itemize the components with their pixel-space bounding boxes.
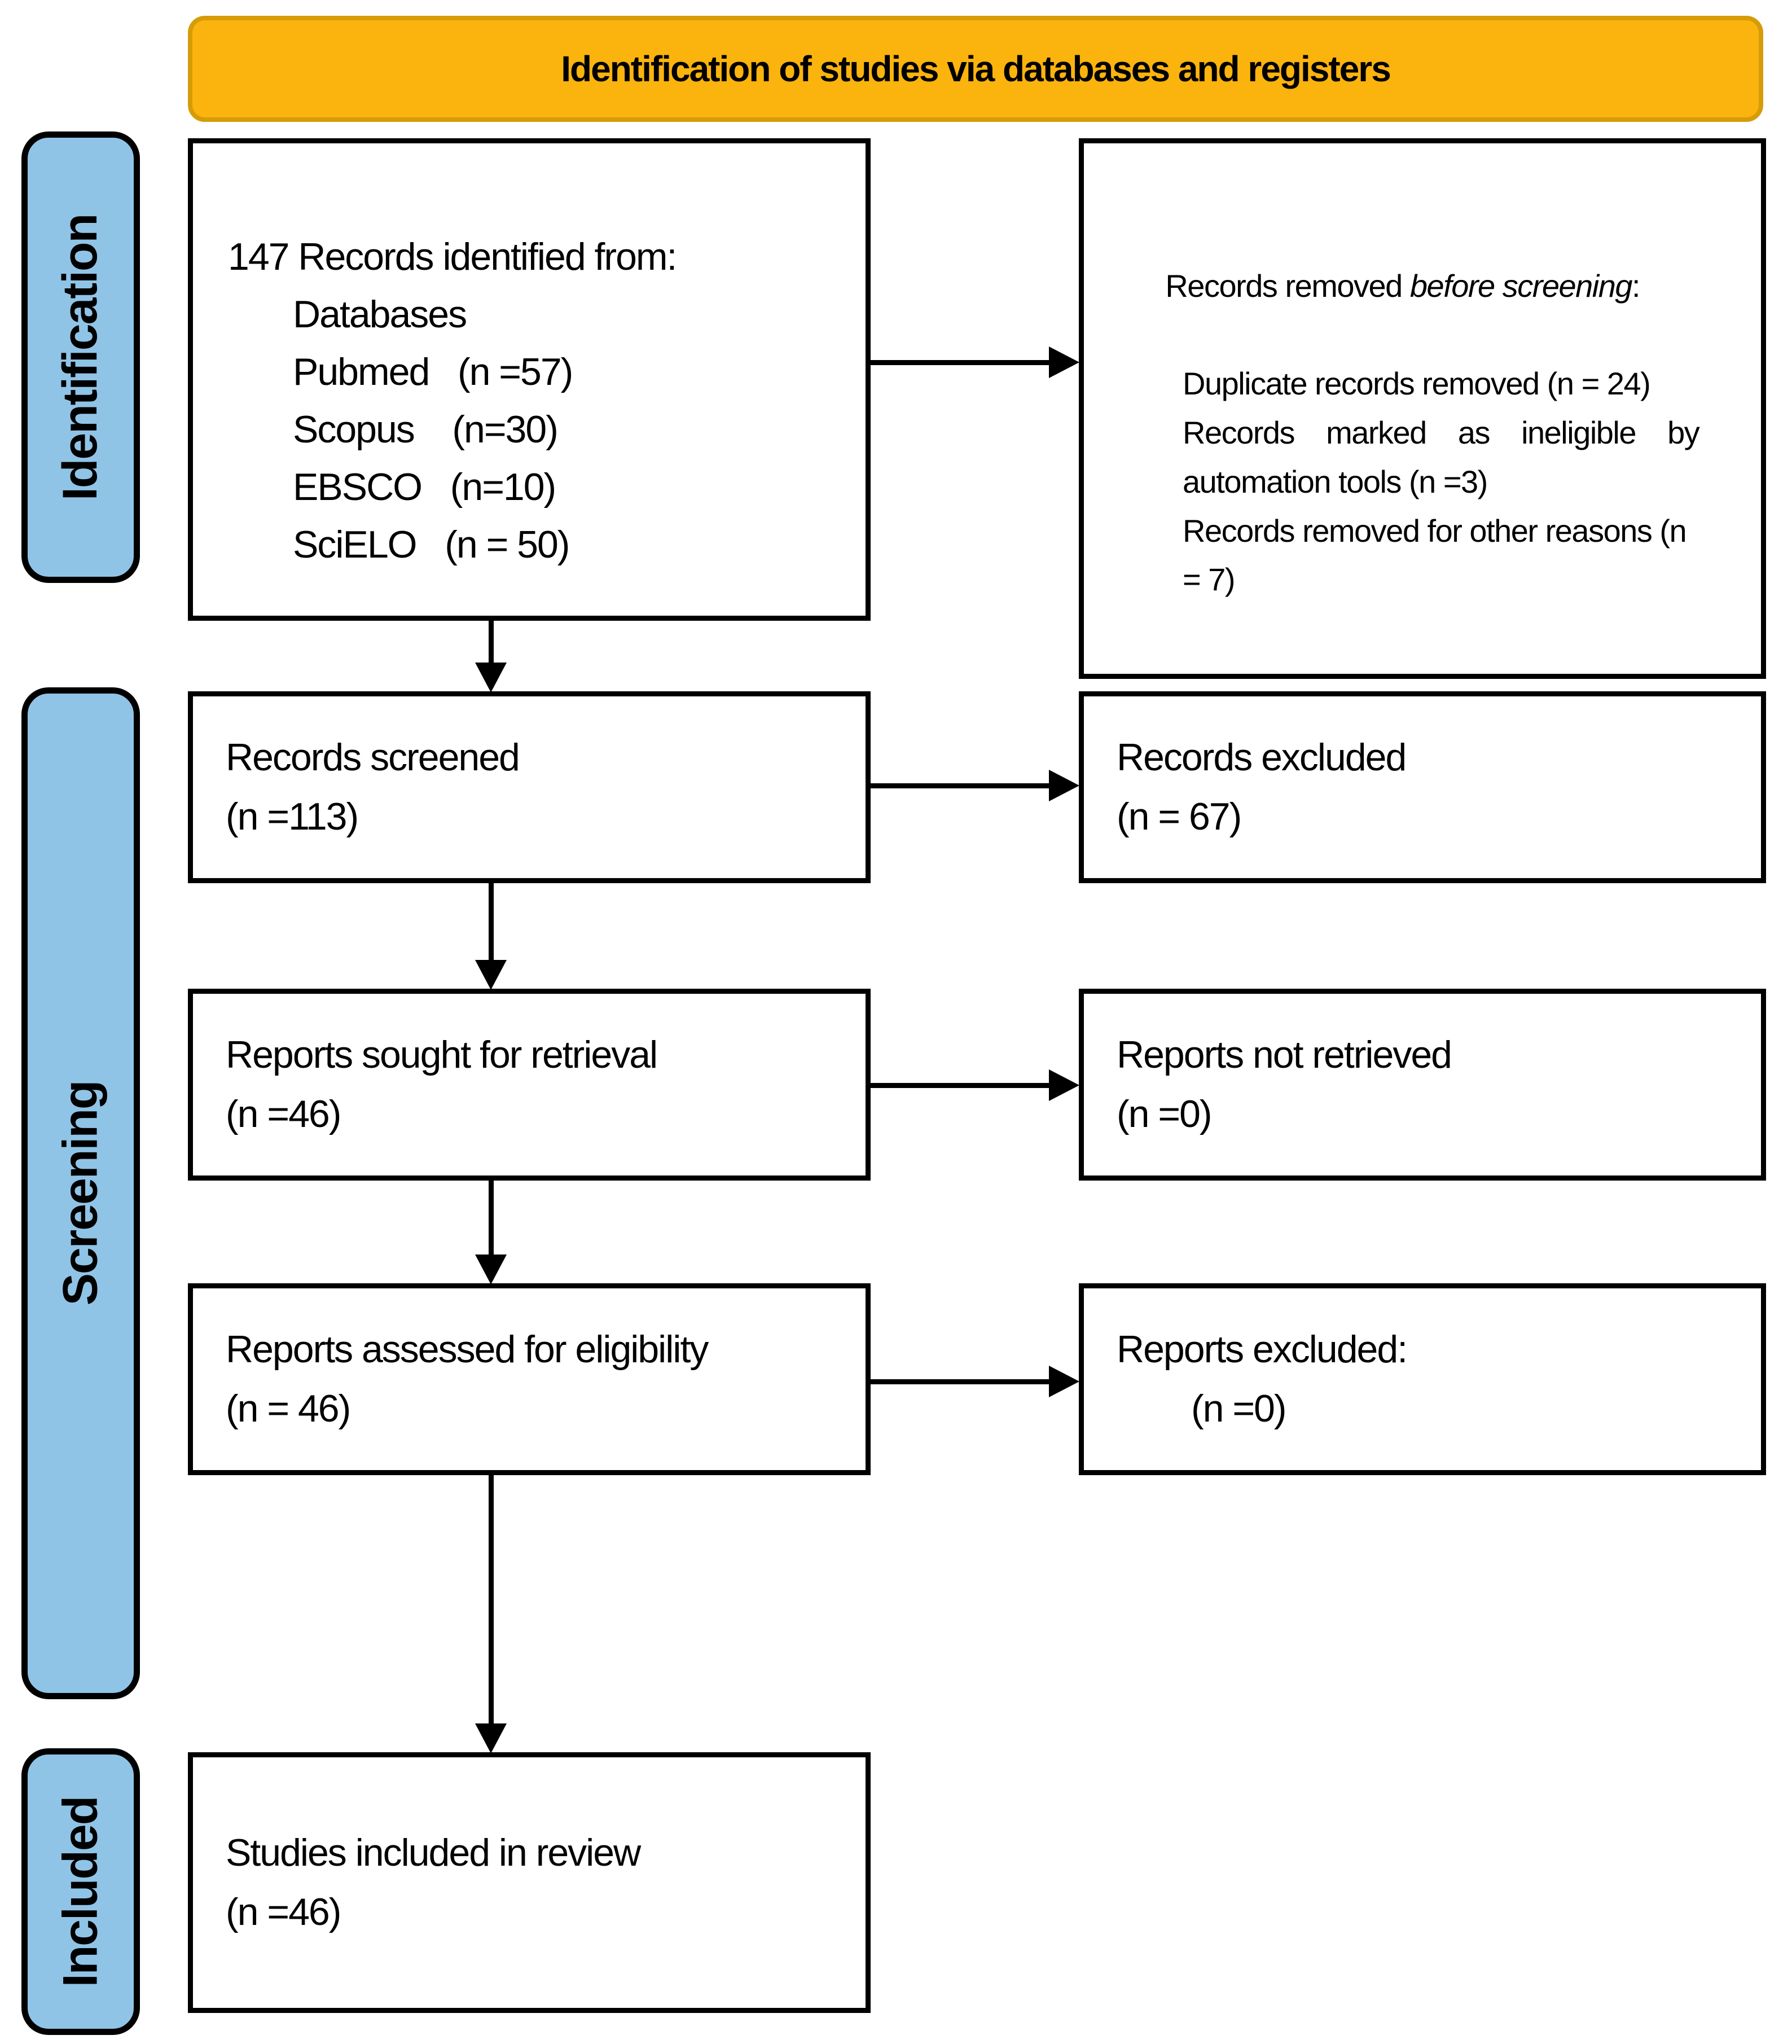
arrow-right-screened-to-excluded	[871, 770, 1079, 801]
arrow-shaft	[871, 1379, 1049, 1384]
arrow-right-assessed-to-reports-excluded	[871, 1366, 1079, 1397]
reports-assessed-label: Reports assessed for eligibility	[226, 1327, 709, 1371]
records-excluded-count: (n = 67)	[1117, 795, 1242, 838]
side-label-screening: Screening	[21, 687, 140, 1699]
reports-sought-label: Reports sought for retrieval	[226, 1033, 658, 1076]
arrow-shaft	[488, 621, 494, 663]
box-reports-not-retrieved: Reports not retrieved (n =0)	[1079, 989, 1766, 1181]
records-excluded-label: Records excluded	[1117, 735, 1407, 779]
reports-assessed-count: (n = 46)	[226, 1387, 351, 1430]
records-removed-other-1: Records removed for other reasons (n	[1183, 512, 1687, 549]
studies-included-label: Studies included in review	[226, 1831, 641, 1874]
arrow-down-sought-to-assessed	[475, 1181, 507, 1284]
arrow-head-down-icon	[475, 960, 507, 990]
header-title: Identification of studies via databases …	[561, 49, 1391, 89]
side-label-identification: Identification	[21, 131, 140, 583]
records-identified-scielo: SciELO (n = 50)	[293, 523, 570, 566]
arrow-down-assessed-to-included	[475, 1475, 507, 1753]
arrow-head-right-icon	[1049, 770, 1079, 801]
arrow-shaft	[871, 359, 1049, 365]
records-removed-title-prefix: Records removed	[1165, 267, 1410, 304]
arrow-down-screened-to-sought	[475, 883, 507, 990]
records-removed-duplicates: Duplicate records removed (n = 24)	[1183, 366, 1651, 402]
studies-included-count: (n =46)	[226, 1891, 341, 1933]
records-removed-title: Records removed before screening:	[1118, 213, 1737, 359]
records-removed-ineligible-2: automation tools (n =3)	[1183, 463, 1488, 499]
reports-sought-count: (n =46)	[226, 1093, 341, 1135]
side-label-included-text: Included	[53, 1796, 108, 1987]
arrow-shaft	[871, 1082, 1049, 1088]
records-removed-ineligible-1: Records marked as ineligible by	[1183, 415, 1700, 450]
header-banner: Identification of studies via databases …	[188, 16, 1763, 122]
box-reports-assessed: Reports assessed for eligibility (n = 46…	[188, 1283, 871, 1475]
arrow-right-sought-to-not-retrieved	[871, 1069, 1079, 1101]
reports-excluded-count: (n =0)	[1191, 1387, 1287, 1430]
reports-excluded-label: Reports excluded:	[1117, 1327, 1408, 1371]
arrow-down-identified-to-screened	[475, 621, 507, 692]
arrow-right-identified-to-removed	[871, 346, 1079, 378]
records-screened-count: (n =113)	[226, 795, 359, 838]
reports-not-retrieved-count: (n =0)	[1117, 1093, 1213, 1135]
records-identified-scopus: Scopus (n=30)	[293, 408, 559, 451]
box-records-identified: 147 Records identified from: Databases P…	[188, 138, 871, 621]
arrow-shaft	[488, 1475, 494, 1723]
arrow-head-right-icon	[1049, 1366, 1079, 1397]
records-removed-title-italic: before screening	[1409, 267, 1633, 304]
box-records-excluded: Records excluded (n = 67)	[1079, 691, 1766, 883]
side-label-identification-text: Identification	[53, 214, 108, 501]
arrow-shaft	[871, 783, 1049, 788]
box-studies-included: Studies included in review (n =46)	[188, 1752, 871, 2013]
box-reports-sought: Reports sought for retrieval (n =46)	[188, 989, 871, 1181]
box-records-screened: Records screened (n =113)	[188, 691, 871, 883]
arrow-head-right-icon	[1049, 346, 1079, 378]
arrow-head-down-icon	[475, 1723, 507, 1753]
records-identified-ebsco: EBSCO (n=10)	[293, 466, 556, 508]
arrow-head-down-icon	[475, 1255, 507, 1284]
arrow-shaft	[488, 1181, 494, 1255]
box-records-removed: Records removed before screening: Duplic…	[1079, 138, 1766, 679]
arrow-head-right-icon	[1049, 1069, 1079, 1101]
records-identified-databases: Databases	[293, 293, 467, 336]
arrow-head-down-icon	[475, 663, 507, 692]
box-reports-excluded: Reports excluded: (n =0)	[1079, 1283, 1766, 1475]
reports-not-retrieved-label: Reports not retrieved	[1117, 1033, 1452, 1076]
records-screened-label: Records screened	[226, 735, 520, 779]
records-removed-other-2: = 7)	[1183, 562, 1236, 598]
records-identified-title: 147 Records identified from:	[228, 235, 677, 278]
records-removed-title-suffix: :	[1632, 267, 1641, 304]
arrow-shaft	[488, 883, 494, 960]
side-label-included: Included	[21, 1748, 140, 2035]
records-identified-pubmed: Pubmed (n =57)	[293, 350, 573, 393]
side-label-screening-text: Screening	[53, 1081, 108, 1306]
